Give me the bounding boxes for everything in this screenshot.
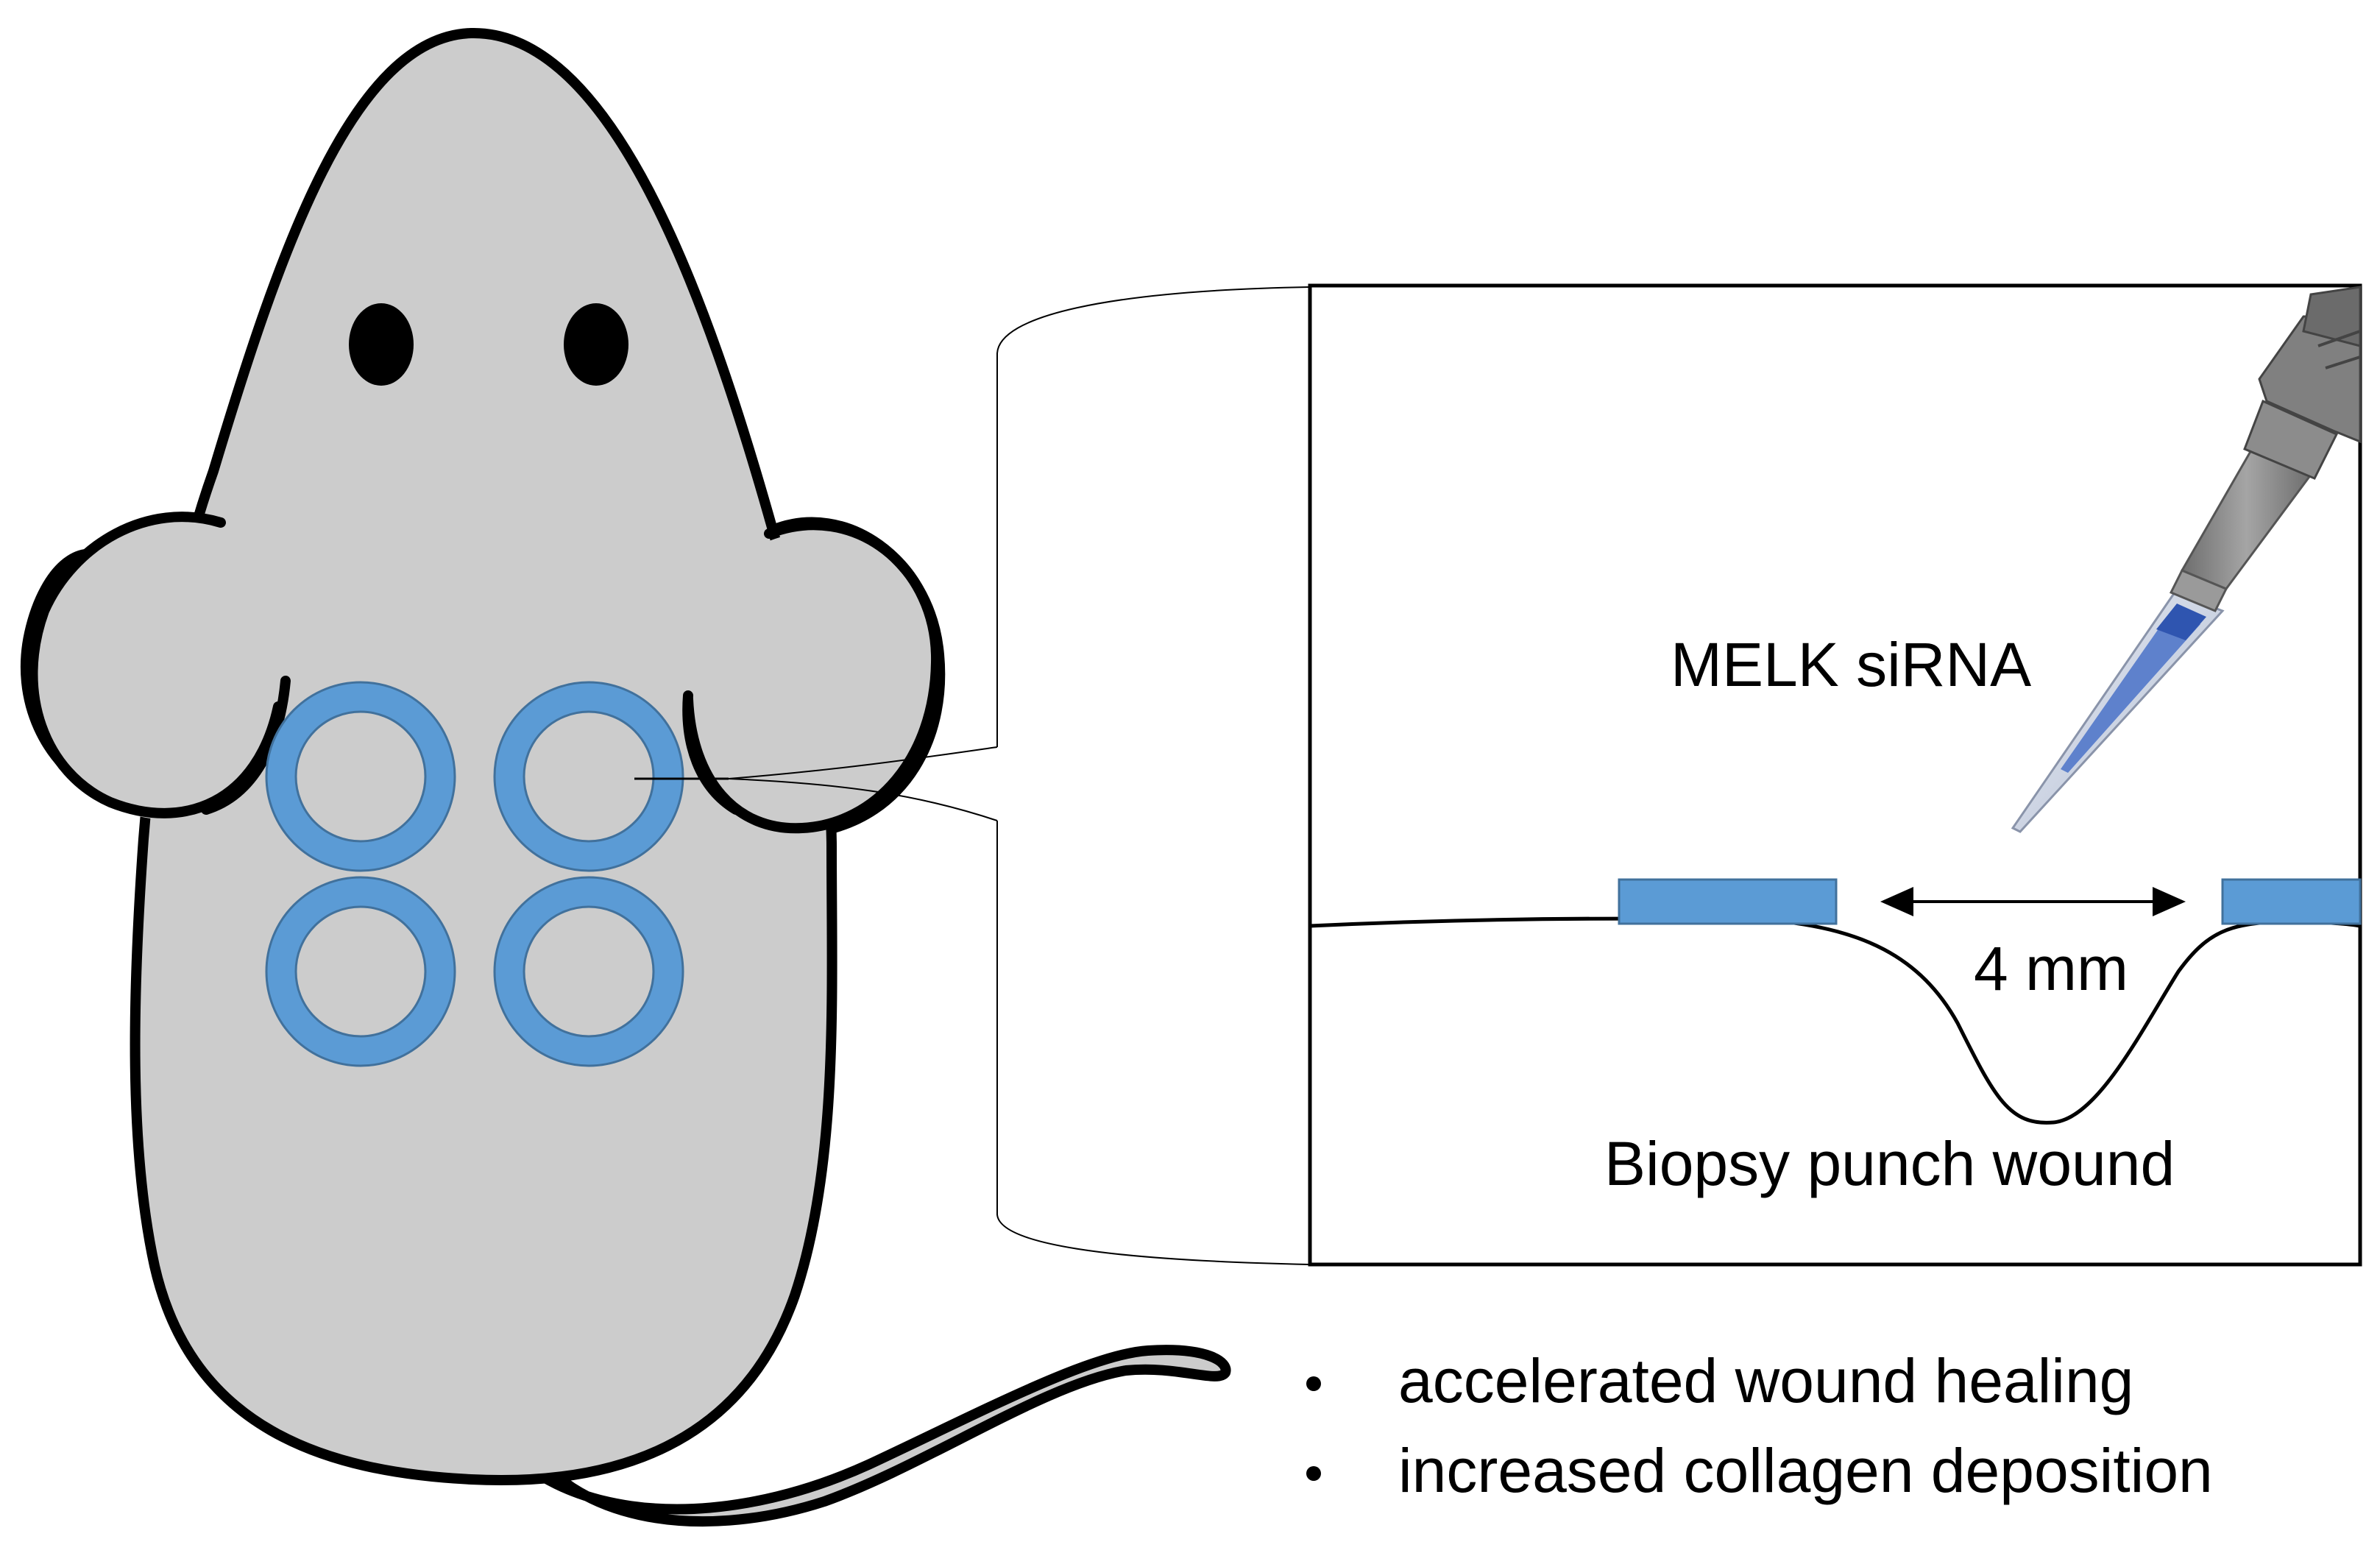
- bullet-icon: [1306, 1466, 1321, 1481]
- outcome-item: increased collagen deposition: [1398, 1436, 2213, 1505]
- wound-ring: [265, 876, 456, 1067]
- treatment-label: MELK siRNA: [1671, 630, 2031, 699]
- mouse-ear-left-front: [34, 514, 287, 820]
- skin-surface-line: [1309, 916, 2361, 1125]
- zoom-panel-frame: [1308, 283, 2362, 1267]
- outcomes-list: accelerated wound healing increased coll…: [1306, 1346, 2213, 1505]
- wound-edge-right: [2221, 878, 2362, 925]
- mouse-eye-left: [349, 303, 414, 386]
- wound-ring: [265, 681, 456, 872]
- wound-ring: [493, 876, 684, 1067]
- wound-sites: [265, 681, 684, 1067]
- wound-ring: [294, 905, 427, 1038]
- wound-ring: [493, 681, 684, 872]
- wound-size-arrow: [1880, 887, 2186, 916]
- wound-edge-left: [1618, 878, 1838, 925]
- wound-ring: [523, 710, 655, 843]
- callout-bracket: [996, 286, 1311, 1265]
- wound-ring: [495, 682, 683, 871]
- wound-ring: [266, 682, 455, 871]
- wound-size-label: 4 mm: [1974, 934, 2128, 1003]
- mouse-ear-right-inner: [682, 690, 741, 815]
- mouse-tail: [466, 1345, 1231, 1527]
- callout-upper-line: [728, 746, 998, 779]
- zoom-panel: MELK siRNA 4 mm Biopsy punch wound: [1308, 283, 2362, 1267]
- mouse-ear-right-front: [695, 532, 935, 825]
- pipette-nose: [2243, 399, 2339, 480]
- pipette-icon: [2011, 286, 2362, 833]
- wound-ring: [294, 710, 427, 843]
- sirna-liquid: [2061, 611, 2200, 773]
- zoom-callout: [634, 286, 1311, 1265]
- mouse-ear-left-edge: [27, 512, 283, 818]
- wound-ring: [266, 877, 455, 1066]
- callout-lower-line: [728, 778, 998, 821]
- mouse-eye-right: [564, 303, 628, 386]
- bullet-icon: [1306, 1376, 1321, 1391]
- mouse-illustration: [20, 27, 1231, 1527]
- wound-ring: [495, 877, 683, 1066]
- wound-ring: [523, 905, 655, 1038]
- mouse-ear-left-inner: [201, 676, 291, 815]
- wound-type-label: Biopsy punch wound: [1604, 1129, 2175, 1198]
- outcome-item: accelerated wound healing: [1398, 1346, 2133, 1415]
